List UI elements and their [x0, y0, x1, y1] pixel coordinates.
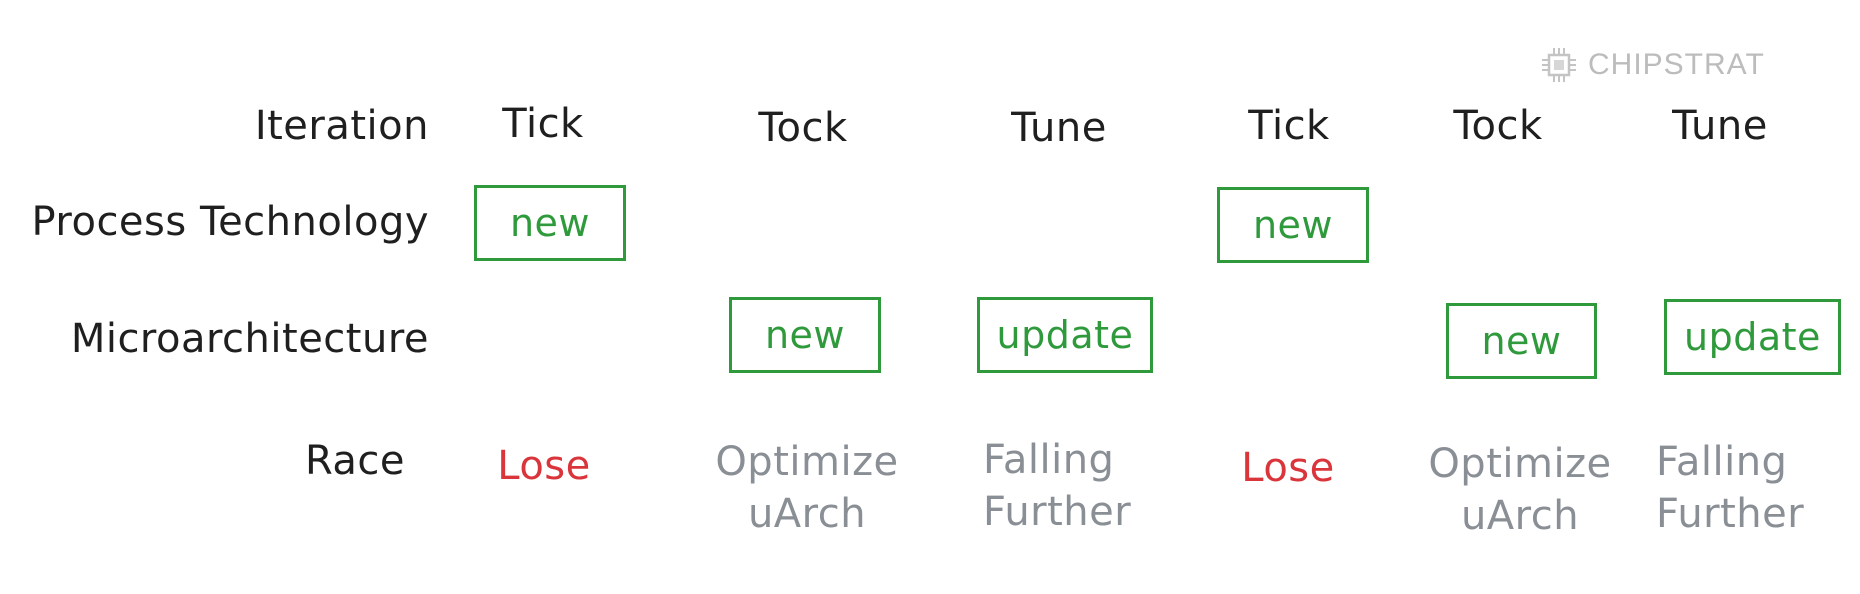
race-col-3-line-2: Further — [983, 489, 1132, 535]
process-box-col-1: new — [474, 185, 626, 261]
iteration-col-1: Tick — [502, 101, 584, 147]
race-col-5: Optimize uArch — [1420, 438, 1620, 542]
iteration-col-3: Tune — [1011, 105, 1107, 151]
race-col-1: Lose — [444, 440, 644, 492]
iteration-col-4: Tick — [1248, 103, 1330, 149]
race-col-3-line-1: Falling — [983, 437, 1115, 483]
uarch-box-col-5: new — [1446, 303, 1597, 379]
race-col-2: Optimize uArch — [707, 436, 907, 540]
race-col-4: Lose — [1188, 442, 1388, 494]
race-col-6: Falling Further — [1656, 436, 1856, 540]
row-label-process-technology: Process Technology — [31, 199, 429, 245]
row-label-iteration: Iteration — [254, 103, 429, 149]
iteration-col-6: Tune — [1672, 103, 1768, 149]
row-label-race: Race — [304, 438, 405, 484]
brand-logo: CHIPSTRAT — [1540, 46, 1765, 84]
race-col-5-line-2: uArch — [1460, 493, 1580, 539]
race-col-2-line-1: Optimize — [715, 439, 899, 485]
iteration-col-2: Tock — [758, 105, 848, 151]
chip-icon — [1542, 48, 1576, 82]
uarch-box-col-2: new — [729, 297, 881, 373]
race-col-5-line-1: Optimize — [1428, 441, 1612, 487]
race-col-6-line-1: Falling — [1656, 439, 1788, 485]
race-col-1-line-1: Lose — [497, 443, 591, 489]
race-col-3: Falling Further — [983, 434, 1183, 538]
uarch-box-col-6: update — [1664, 299, 1841, 375]
process-box-col-4: new — [1217, 187, 1369, 263]
row-label-microarchitecture: Microarchitecture — [70, 316, 429, 362]
brand-name: CHIPSTRAT — [1588, 48, 1765, 81]
race-col-6-line-2: Further — [1656, 491, 1805, 537]
race-col-4-line-1: Lose — [1241, 445, 1335, 491]
iteration-col-5: Tock — [1453, 103, 1543, 149]
uarch-box-col-3: update — [977, 297, 1153, 373]
race-col-2-line-2: uArch — [747, 491, 867, 537]
